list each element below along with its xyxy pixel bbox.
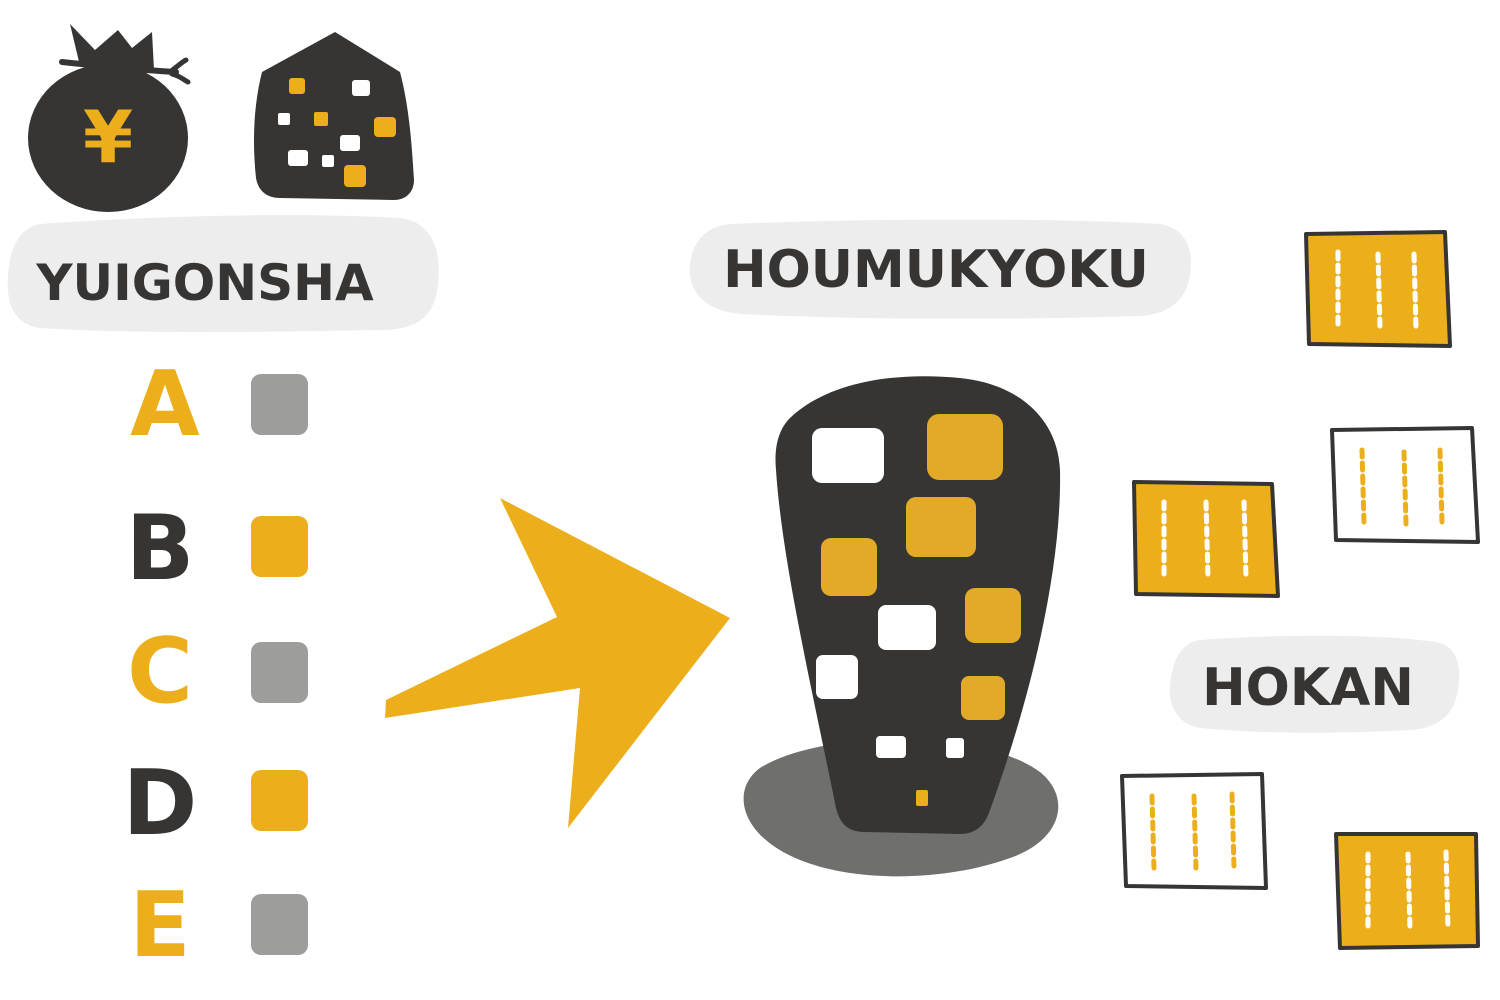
heir-row-a: A [130,352,308,457]
heir-square-b [251,516,308,577]
heir-letter-c: C [127,619,193,724]
testator-label: YUIGONSHA [35,254,374,312]
heir-row-e: E [129,873,308,978]
document-icon [1334,832,1480,950]
document-icon [1330,426,1480,544]
heir-square-e [251,894,308,955]
heir-square-a [251,374,308,435]
heir-square-d [251,770,308,831]
building-icon [743,376,1061,877]
heir-letter-e: E [129,873,190,978]
legal-bureau-label-pill [689,219,1191,319]
heir-row-d: D [123,751,308,856]
document-icon [1304,230,1452,348]
house-icon [254,32,414,200]
storage-label: HOKAN [1202,658,1414,718]
storage-label-pill [1169,635,1460,733]
money-bag-icon: ¥ [28,24,191,212]
heir-letter-b: B [126,496,195,601]
heir-square-c [251,642,308,703]
heir-row-c: C [127,619,308,724]
document-icon [1120,772,1268,890]
arrow-icon [385,498,730,828]
heir-row-b: B [126,496,308,601]
document-icon [1132,480,1280,598]
yen-symbol: ¥ [83,95,133,179]
heir-letter-a: A [130,352,200,457]
heir-letter-d: D [123,751,198,856]
legal-bureau-label: HOUMUKYOKU [723,240,1149,300]
testator-label-pill [7,215,439,332]
